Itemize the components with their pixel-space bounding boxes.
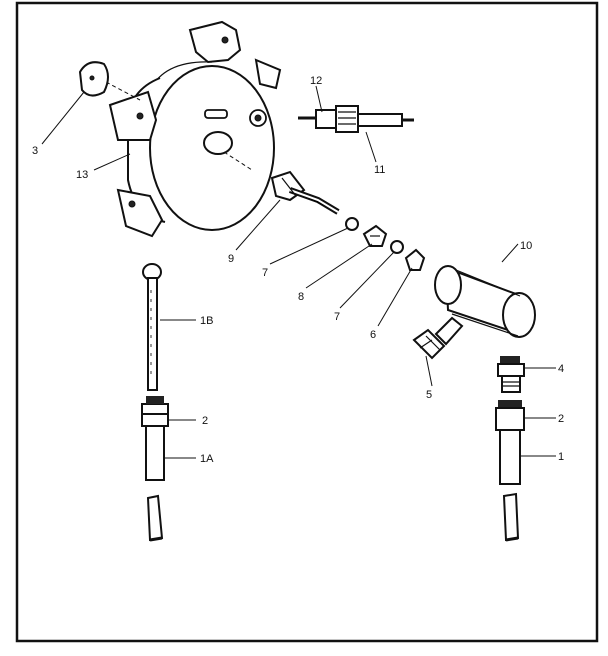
gasket-3 — [78, 61, 109, 97]
callout-3: 3 — [32, 145, 38, 157]
callout-7b: 7 — [334, 311, 340, 323]
callout-12: 12 — [310, 75, 322, 87]
callout-2-right: 2 — [558, 413, 564, 425]
callout-1: 1 — [558, 451, 564, 463]
callout-8: 8 — [298, 291, 304, 303]
diagram-frame — [15, 1, 599, 643]
callout-10: 10 — [520, 240, 532, 252]
union-4 — [497, 356, 525, 393]
electrode-11-12 — [298, 105, 414, 133]
callout-7a: 7 — [262, 267, 268, 279]
tube-assembly-1 — [495, 400, 525, 542]
callout-1b: 1B — [200, 315, 213, 327]
leader-lines — [41, 85, 556, 459]
nut-8 — [362, 224, 388, 247]
elbow-5 — [412, 316, 464, 360]
rod-1b — [142, 263, 162, 391]
burner-housing-13 — [105, 20, 282, 238]
washer-7b — [390, 240, 404, 254]
washer-7a — [345, 217, 359, 231]
fitting-9 — [270, 170, 340, 215]
callout-13: 13 — [76, 169, 88, 181]
cap-6 — [404, 248, 426, 271]
callout-4: 4 — [558, 363, 564, 375]
callout-9: 9 — [228, 253, 234, 265]
callout-5: 5 — [426, 389, 432, 401]
cylinder-10 — [434, 265, 536, 338]
callout-11: 11 — [374, 164, 385, 176]
callout-6: 6 — [370, 329, 376, 341]
tube-assembly-1a — [141, 396, 169, 542]
callout-2-left: 2 — [202, 415, 208, 427]
callout-1a: 1A — [200, 453, 214, 465]
